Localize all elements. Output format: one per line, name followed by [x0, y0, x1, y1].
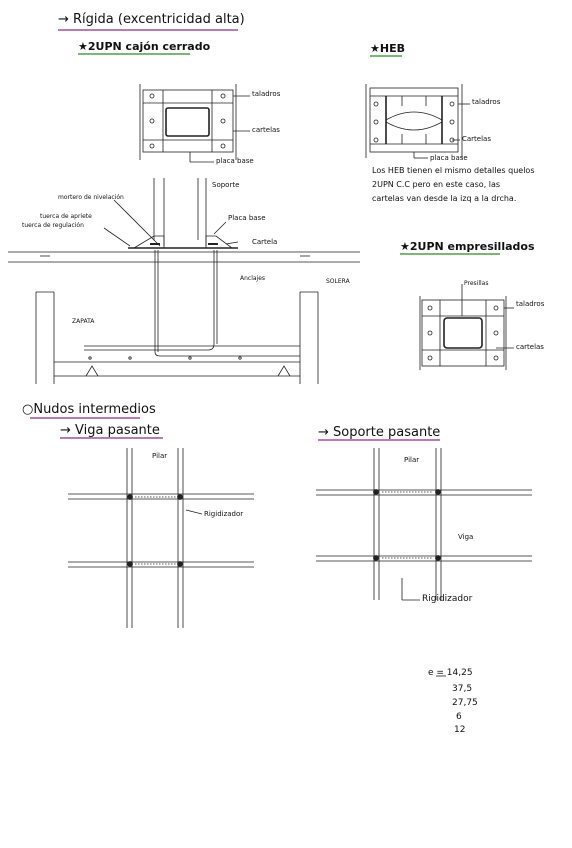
label-soporte: Soporte — [212, 181, 240, 189]
label-placa-base-2: placa base — [430, 154, 468, 162]
label-rigidizador-soporte: Rigidizador — [422, 594, 473, 604]
label-tuerca-regulacion: tuerca de regulación — [22, 222, 84, 229]
label-solera: SOLERA — [326, 278, 350, 285]
subtitle-2upn-cajon: ★2UPN cajón cerrado — [78, 40, 211, 53]
label-pilar-soporte: Pilar — [404, 456, 420, 464]
heb-note-line-3: cartelas van desde la izq a la drcha. — [372, 194, 517, 203]
label-taladros-2: taladros — [472, 98, 501, 106]
number-3: 27,75 — [452, 698, 478, 708]
label-viga-soporte: Viga — [458, 533, 474, 541]
heb-note-line-2: 2UPN C.C pero en este caso, las — [372, 180, 501, 189]
label-placa-base-section: Placa base — [228, 214, 266, 222]
label-cartelas-2: Cartelas — [462, 135, 491, 143]
label-taladros-1: taladros — [252, 90, 281, 98]
label-cartelas-1: cartelas — [252, 126, 280, 134]
label-anclajes: Anclajes — [240, 275, 266, 282]
label-presillas: Presillas — [464, 280, 489, 287]
label-zapata: ZAPATA — [72, 318, 95, 325]
number-e: e = 14,25 — [428, 668, 473, 678]
empresillados-plan-figure — [419, 284, 514, 370]
base-section-figure — [8, 178, 360, 384]
title-viga-pasante: → Viga pasante — [60, 423, 160, 438]
title-rigida: → Rígida (excentricidad alta) — [58, 12, 245, 27]
label-tuerca-apriete: tuerca de apriete — [40, 213, 92, 220]
heb-note-line-1: Los HEB tienen el mismo detalles quelos — [372, 166, 535, 175]
label-taladros-3: taladros — [516, 300, 545, 308]
heb-plan-figure — [365, 84, 470, 159]
number-2: 37,5 — [452, 684, 473, 694]
number-5: 12 — [454, 725, 466, 735]
label-rigidizador-viga: Rigidizador — [204, 510, 244, 518]
subtitle-heb: ★HEB — [370, 42, 405, 55]
soporte-pasante-figure — [316, 448, 532, 601]
cajon-plan-figure — [139, 84, 250, 163]
subtitle-2upn-empresillados: ★2UPN empresillados — [400, 240, 535, 253]
label-placa-base-1: placa base — [216, 157, 254, 165]
label-cartela: Cartela — [252, 238, 278, 246]
label-mortero: mortero de nivelación — [58, 194, 124, 201]
label-cartelas-3: cartelas — [516, 343, 544, 351]
title-nudos-intermedios: ○Nudos intermedios — [22, 402, 156, 417]
number-4: 6 — [456, 712, 462, 722]
viga-pasante-figure — [68, 448, 254, 628]
label-pilar-viga: Pilar — [152, 452, 168, 460]
title-soporte-pasante: → Soporte pasante — [318, 425, 441, 440]
